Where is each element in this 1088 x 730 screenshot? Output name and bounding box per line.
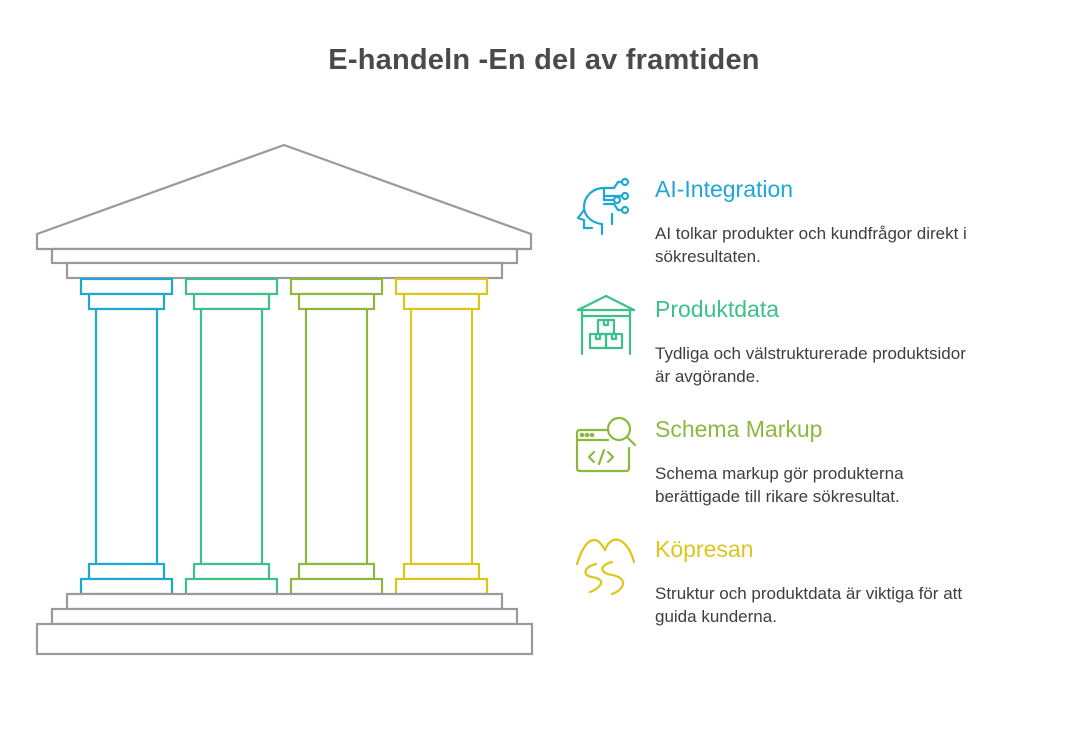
pillar-column-schema	[289, 277, 384, 596]
temple-steps	[35, 592, 534, 656]
pillar-item-kopresan: Köpresan Struktur och produktdata är vik…	[574, 534, 994, 630]
temple-roof	[35, 143, 533, 280]
pillar-title: Schema Markup	[655, 416, 823, 442]
pediment	[35, 143, 533, 251]
warehouse-boxes-icon	[576, 294, 636, 356]
shaft	[199, 307, 264, 566]
capital-top	[394, 277, 489, 296]
capital-bottom	[192, 292, 271, 311]
base-bottom	[289, 577, 384, 596]
shaft	[94, 307, 159, 566]
shaft	[409, 307, 474, 566]
step-bottom	[35, 622, 534, 656]
shaft	[304, 307, 369, 566]
pillar-item-ai-integration: AI-Integration AI tolkar produkter och k…	[574, 174, 994, 270]
page-title: E-handeln -En del av framtiden	[328, 44, 760, 76]
temple-illustration	[35, 143, 534, 656]
pillar-description: Struktur och produktdata är viktiga för …	[655, 584, 963, 626]
mountain-path-icon	[575, 538, 636, 596]
pillar-column-ai	[79, 277, 174, 596]
ai-head-circuit-icon	[576, 177, 630, 236]
base-top	[297, 562, 376, 581]
step-top	[65, 592, 504, 611]
pillar-description: Tydliga och välstrukturerade produktsido…	[655, 344, 966, 386]
pillar-title: Köpresan	[655, 536, 754, 562]
base-bottom	[184, 577, 279, 596]
base-bottom	[79, 577, 174, 596]
pillar-title: Produktdata	[655, 296, 780, 322]
capital-bottom	[297, 292, 376, 311]
capital-top	[289, 277, 384, 296]
base-top	[87, 562, 166, 581]
entablature-upper	[50, 247, 519, 265]
pillar-description: Schema markup gör produkterna berättigad…	[655, 464, 904, 506]
capital-bottom	[402, 292, 481, 311]
base-bottom	[394, 577, 489, 596]
step-middle	[50, 607, 519, 626]
base-top	[192, 562, 271, 581]
pillar-title: AI-Integration	[655, 176, 794, 202]
pillar-description: AI tolkar produkter och kundfrågor direk…	[655, 224, 967, 266]
base-top	[402, 562, 481, 581]
capital-top	[79, 277, 174, 296]
capital-top	[184, 277, 279, 296]
pillar-item-schema-markup: Schema Markup Schema markup gör produkte…	[574, 414, 994, 510]
pillar-item-produktdata: Produktdata Tydliga och välstrukturerade…	[574, 294, 994, 390]
code-search-icon	[575, 416, 637, 473]
capital-bottom	[87, 292, 166, 311]
pillar-column-kopresan	[394, 277, 489, 596]
pillar-column-produktdata	[184, 277, 279, 596]
entablature-lower	[65, 261, 504, 280]
